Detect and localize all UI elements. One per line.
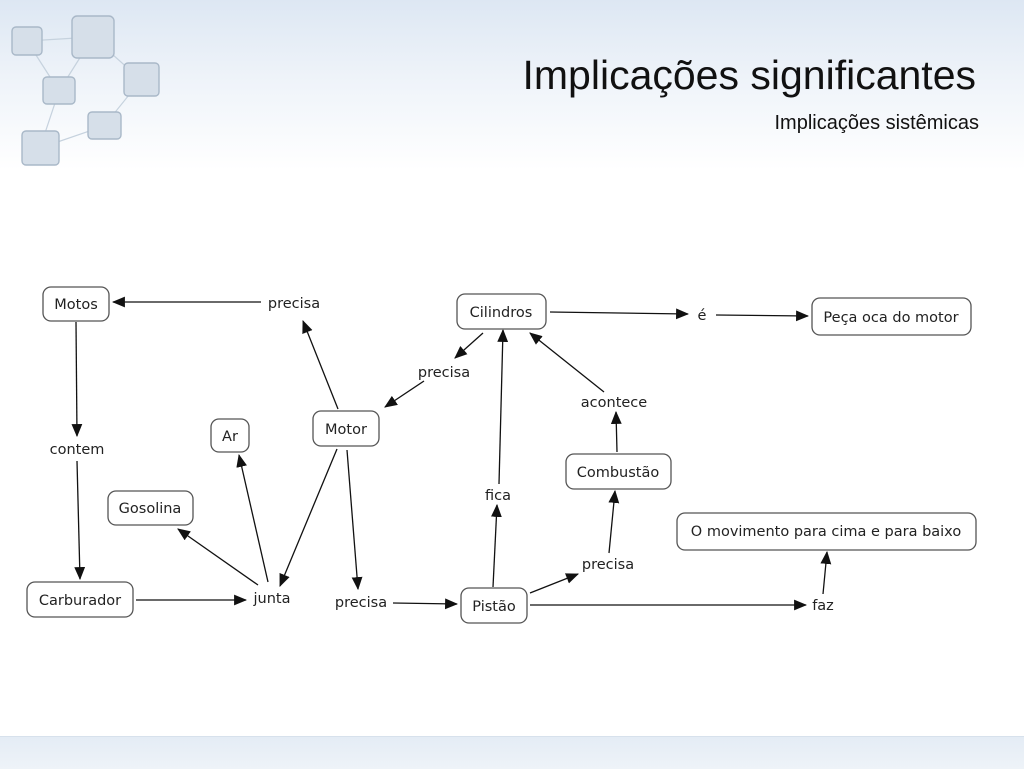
link-phrase-e: é: [698, 308, 707, 324]
logo-square: [71, 15, 115, 59]
link-arrow: [302, 319, 339, 410]
link-phrase-precisa: precisa: [268, 296, 320, 312]
link-phrase-acontece: acontece: [581, 395, 647, 411]
concept-node-peca-oca-do-motor: Peça oca do motor: [811, 297, 972, 336]
concept-label: Motor: [325, 422, 367, 438]
concept-node-motor: Motor: [312, 410, 380, 447]
concept-label: O movimento para cima e para baixo: [691, 524, 962, 540]
link-arrow: [454, 332, 484, 359]
concept-label: Cilindros: [470, 305, 533, 321]
logo-square: [123, 62, 160, 97]
link-arrow: [610, 410, 622, 453]
concept-node-carburador: Carburador: [26, 581, 134, 618]
link-arrow: [820, 550, 832, 595]
link-arrow: [74, 460, 86, 581]
slide-title: Implicações significantes: [522, 52, 976, 98]
link-phrase-junta: junta: [253, 591, 291, 607]
link-phrase-fica: fica: [485, 488, 511, 504]
link-arrow: [497, 328, 509, 485]
decorative-network-logo: [11, 15, 160, 166]
concept-node-combustao: Combustão: [565, 453, 672, 490]
concept-node-cilindros: Cilindros: [456, 293, 547, 330]
link-phrase-precisa: precisa: [418, 365, 470, 381]
concept-label: Peça oca do motor: [823, 310, 958, 326]
concept-label: Pistão: [472, 599, 516, 615]
concept-node-gasolina: Gosolina: [107, 490, 194, 526]
link-arrow: [529, 332, 605, 393]
concept-node-movimento: O movimento para cima e para baixo: [676, 512, 977, 551]
logo-square: [21, 130, 60, 166]
link-arrow: [392, 598, 459, 610]
concept-label: Carburador: [39, 593, 121, 609]
slide-subtitle: Implicações sistêmicas: [774, 112, 979, 134]
concept-label: Motos: [54, 297, 98, 313]
concept-label: Ar: [222, 429, 238, 445]
logo-square: [11, 26, 43, 56]
concept-node-pistao: Pistão: [460, 587, 528, 624]
logo-square: [42, 76, 76, 105]
link-phrase-faz: faz: [812, 598, 834, 614]
link-arrow: [608, 489, 620, 554]
link-arrow: [177, 528, 259, 586]
link-arrow: [236, 453, 269, 583]
footer-bar: [0, 736, 1024, 769]
link-arrow: [491, 503, 502, 588]
linking-phrases: precisa é precisa acontece contem fica p…: [50, 296, 834, 614]
concept-label: Combustão: [577, 465, 660, 481]
link-arrow: [529, 573, 580, 594]
logo-square: [87, 111, 122, 140]
link-arrow: [549, 308, 690, 320]
link-phrase-precisa: precisa: [335, 595, 387, 611]
concept-node-motos: Motos: [42, 286, 110, 322]
link-arrow: [715, 310, 810, 322]
link-phrase-contem: contem: [50, 442, 105, 458]
concept-label: Gosolina: [119, 501, 182, 517]
link-arrow: [71, 321, 83, 438]
header-gradient: [0, 0, 1024, 170]
link-arrow: [279, 448, 338, 588]
concept-node-ar: Ar: [210, 418, 250, 453]
link-arrow: [346, 449, 363, 591]
link-arrow: [384, 380, 425, 408]
link-phrase-precisa: precisa: [582, 557, 634, 573]
concept-map-links: [71, 296, 832, 611]
